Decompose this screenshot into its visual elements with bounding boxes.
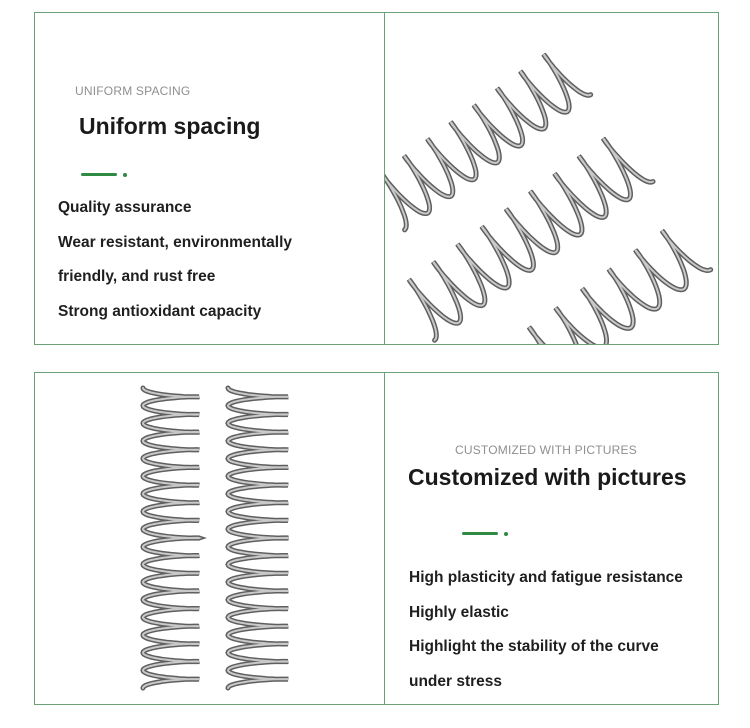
- spring-coil: [225, 385, 289, 691]
- section-title: Uniform spacing: [79, 113, 261, 139]
- springs-vertical-image: [36, 373, 383, 704]
- feature-item: High plasticity and fatigue resistance: [409, 569, 683, 586]
- spring-coil: [500, 228, 714, 344]
- spring-coil: [406, 136, 656, 343]
- feature-item: Strong antioxidant capacity: [58, 302, 262, 320]
- feature-item: friendly, and rust free: [58, 268, 216, 285]
- spring-coil: [385, 52, 594, 233]
- springs-diagonal-image: [385, 13, 718, 344]
- section-eyebrow: UNIFORM SPACING: [75, 84, 191, 98]
- feature-item: Highly elastic: [409, 603, 509, 621]
- feature-list: High plasticity and fatigue resistance H…: [409, 561, 683, 699]
- feature-item: Quality assurance: [58, 199, 192, 216]
- panel-divider: [384, 373, 385, 704]
- section-customized-pictures: CUSTOMIZED WITH PICTURES Customized with…: [34, 372, 719, 705]
- feature-item: under stress: [409, 672, 503, 690]
- spring-coil: [140, 385, 207, 691]
- section-eyebrow: CUSTOMIZED WITH PICTURES: [455, 443, 637, 457]
- section-title: Customized with pictures: [408, 464, 687, 490]
- feature-item: Wear resistant, environmentally: [58, 233, 293, 251]
- feature-list: Quality assurance Wear resistant, enviro…: [58, 191, 292, 329]
- feature-item: Highlight the stability of the curve: [409, 638, 659, 655]
- section-uniform-spacing: UNIFORM SPACING Uniform spacing Quality …: [34, 12, 719, 345]
